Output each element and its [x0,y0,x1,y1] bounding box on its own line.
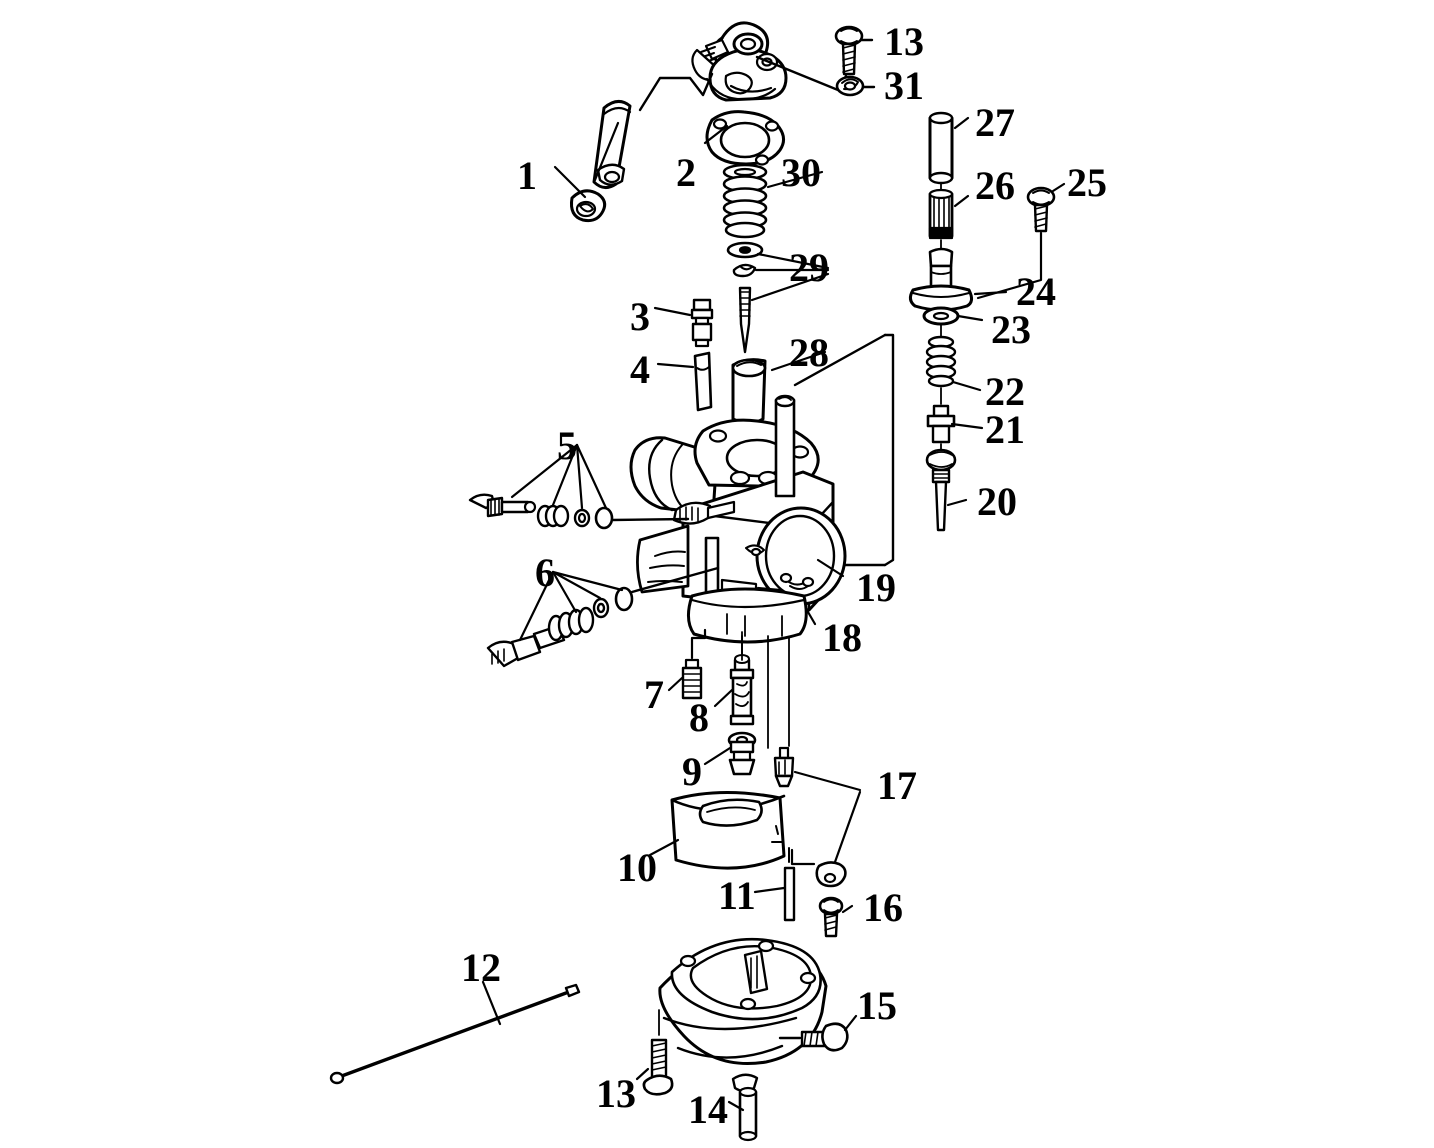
callout-28: 28 [789,330,829,375]
part-7-pilot-jet [681,658,703,700]
callout-13: 13 [884,19,924,64]
callout-25: 25 [1067,160,1107,205]
callout-15: 15 [857,983,897,1028]
part-5-springs [536,504,614,530]
part-28-throttle-slide [731,358,767,425]
cable-bracket-part [691,21,788,102]
part-25-screw [1026,186,1056,233]
part-24-slide-body [908,247,974,312]
callout-16: 16 [863,885,903,930]
callout-13b: 13 [596,1071,636,1116]
callout-11: 11 [718,873,756,918]
part-1-cable-adjuster [570,100,632,223]
part-27-choke-cap [928,111,954,185]
callout-4: 4 [630,347,650,392]
callout-26: 26 [975,163,1015,208]
part-20-jet-needle [925,448,957,532]
callout-30: 30 [781,150,821,195]
part-2-gasket [705,110,785,166]
part-3-jet-holder [690,298,714,348]
callout-14: 14 [688,1087,728,1132]
callout-22: 22 [985,369,1025,414]
part-29-washer [726,241,764,259]
part-29-clip [732,263,757,278]
part-9-main-jet [727,731,757,776]
part-21-retainer [926,404,956,444]
callout-31: 31 [884,63,924,108]
part-8-needle-jet [729,654,755,726]
part-17-inlet-needle [773,746,795,788]
callout-1: 1 [517,153,537,198]
part-6-springs [547,586,634,642]
part-23-oring [922,306,960,326]
callout-2: 2 [676,150,696,195]
screw-13-top [834,25,864,76]
part-22-spring [925,335,957,388]
callout-12: 12 [461,945,501,990]
callout-19: 19 [856,565,896,610]
part-30-spring [722,163,768,239]
part-10-float [670,790,786,870]
callout-17: 17 [877,763,917,808]
callout-24: 24 [1016,269,1056,314]
part-17-retainer-plate [790,848,847,888]
part-26-choke-plunger [928,188,954,240]
float-bowl-bottom [658,937,828,1093]
callout-21: 21 [985,407,1025,452]
part-15-screw [800,1022,849,1052]
part-4-spacer [693,351,713,412]
callout-7: 7 [644,672,664,717]
callout-10: 10 [617,845,657,890]
part-14-drain-plug [738,1086,758,1142]
callout-23: 23 [991,307,1031,352]
part-5-mixture-screw [468,493,537,518]
lock-washer-31 [835,75,865,97]
carburetor-body-19 [629,394,847,644]
part-11-float-pin [783,866,796,922]
callout-27: 27 [975,100,1015,145]
part-12-cable [329,983,581,1085]
callout-3: 3 [630,294,650,339]
callout-6: 6 [535,550,555,595]
jet-needle-upper [738,286,752,354]
callout-9: 9 [682,749,702,794]
callout-29: 29 [789,245,829,290]
part-16-screw [818,896,844,938]
callout-5: 5 [557,423,577,468]
callout-8: 8 [689,695,709,740]
part-13-bottom-screw [642,1038,674,1096]
callout-18: 18 [822,615,862,660]
callout-20: 20 [977,479,1017,524]
